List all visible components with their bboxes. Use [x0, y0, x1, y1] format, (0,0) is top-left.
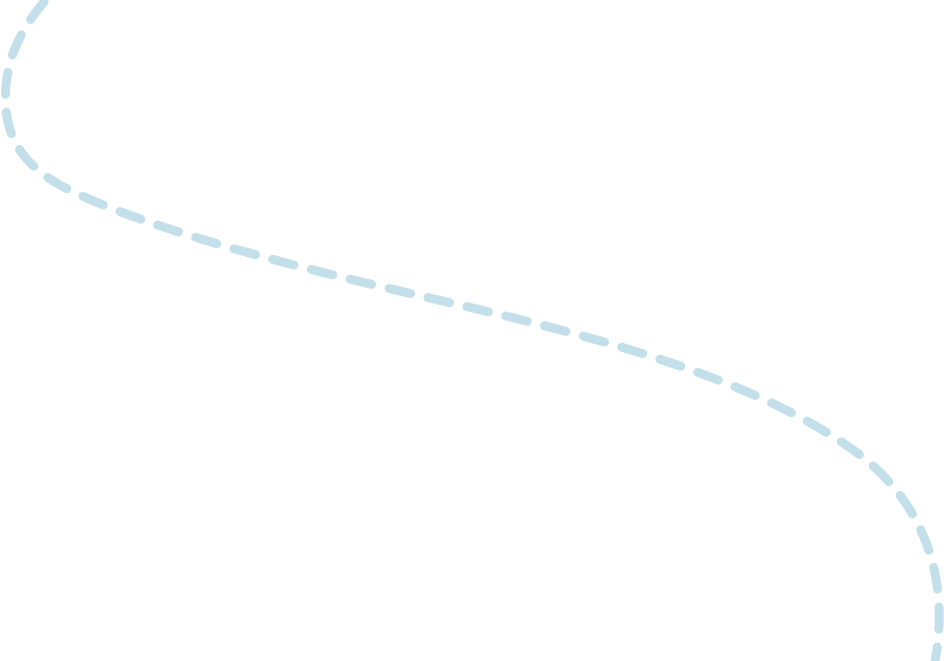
decorative-canvas	[0, 0, 944, 661]
decorative-curve-graphic	[0, 0, 944, 661]
dashed-s-curve	[0, 0, 944, 661]
